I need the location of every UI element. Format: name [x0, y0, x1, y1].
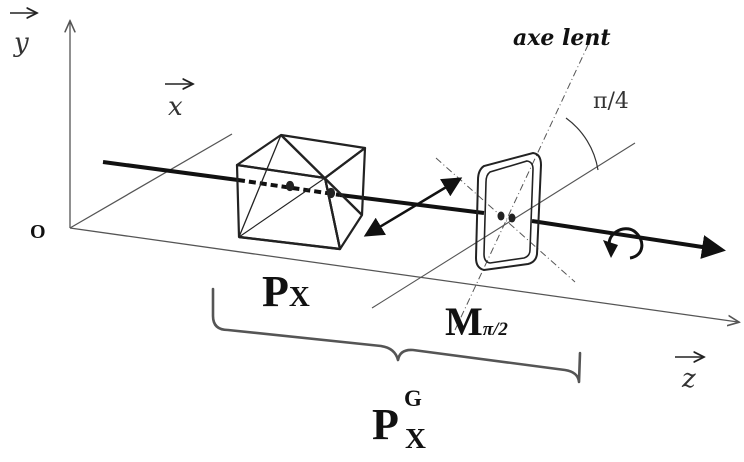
polarizer-label: PX	[262, 270, 310, 314]
z-axis-label: z	[682, 364, 696, 394]
angle-arc	[565, 117, 599, 171]
y-axis-label: y	[14, 28, 29, 58]
polarizer-label-sub: X	[288, 281, 310, 313]
group-label-sup: G	[404, 386, 422, 411]
slow-axis-line	[454, 44, 589, 331]
wave-plate	[474, 151, 543, 272]
polarizer-cube	[235, 133, 367, 251]
double-arrow-icon	[363, 177, 463, 237]
x-axis-label: x	[168, 92, 183, 122]
cross-dash-line	[435, 157, 576, 283]
axis-z	[69, 227, 738, 322]
waveplate-label-sub: π/2	[482, 319, 508, 340]
axis-x	[69, 133, 233, 229]
rotation-icon	[603, 227, 644, 260]
slow-axis-label: axe lent	[513, 25, 611, 51]
waveplate-label-main: M	[445, 299, 483, 344]
group-label-sub: X	[405, 423, 426, 455]
group-brace	[211, 287, 582, 384]
group-label-main: P	[372, 400, 399, 449]
angle-label: π/4	[593, 89, 629, 114]
origin-label: O	[30, 221, 46, 243]
polarizer-label-main: P	[262, 267, 289, 316]
waveplate-label: Mπ/2	[445, 302, 508, 342]
